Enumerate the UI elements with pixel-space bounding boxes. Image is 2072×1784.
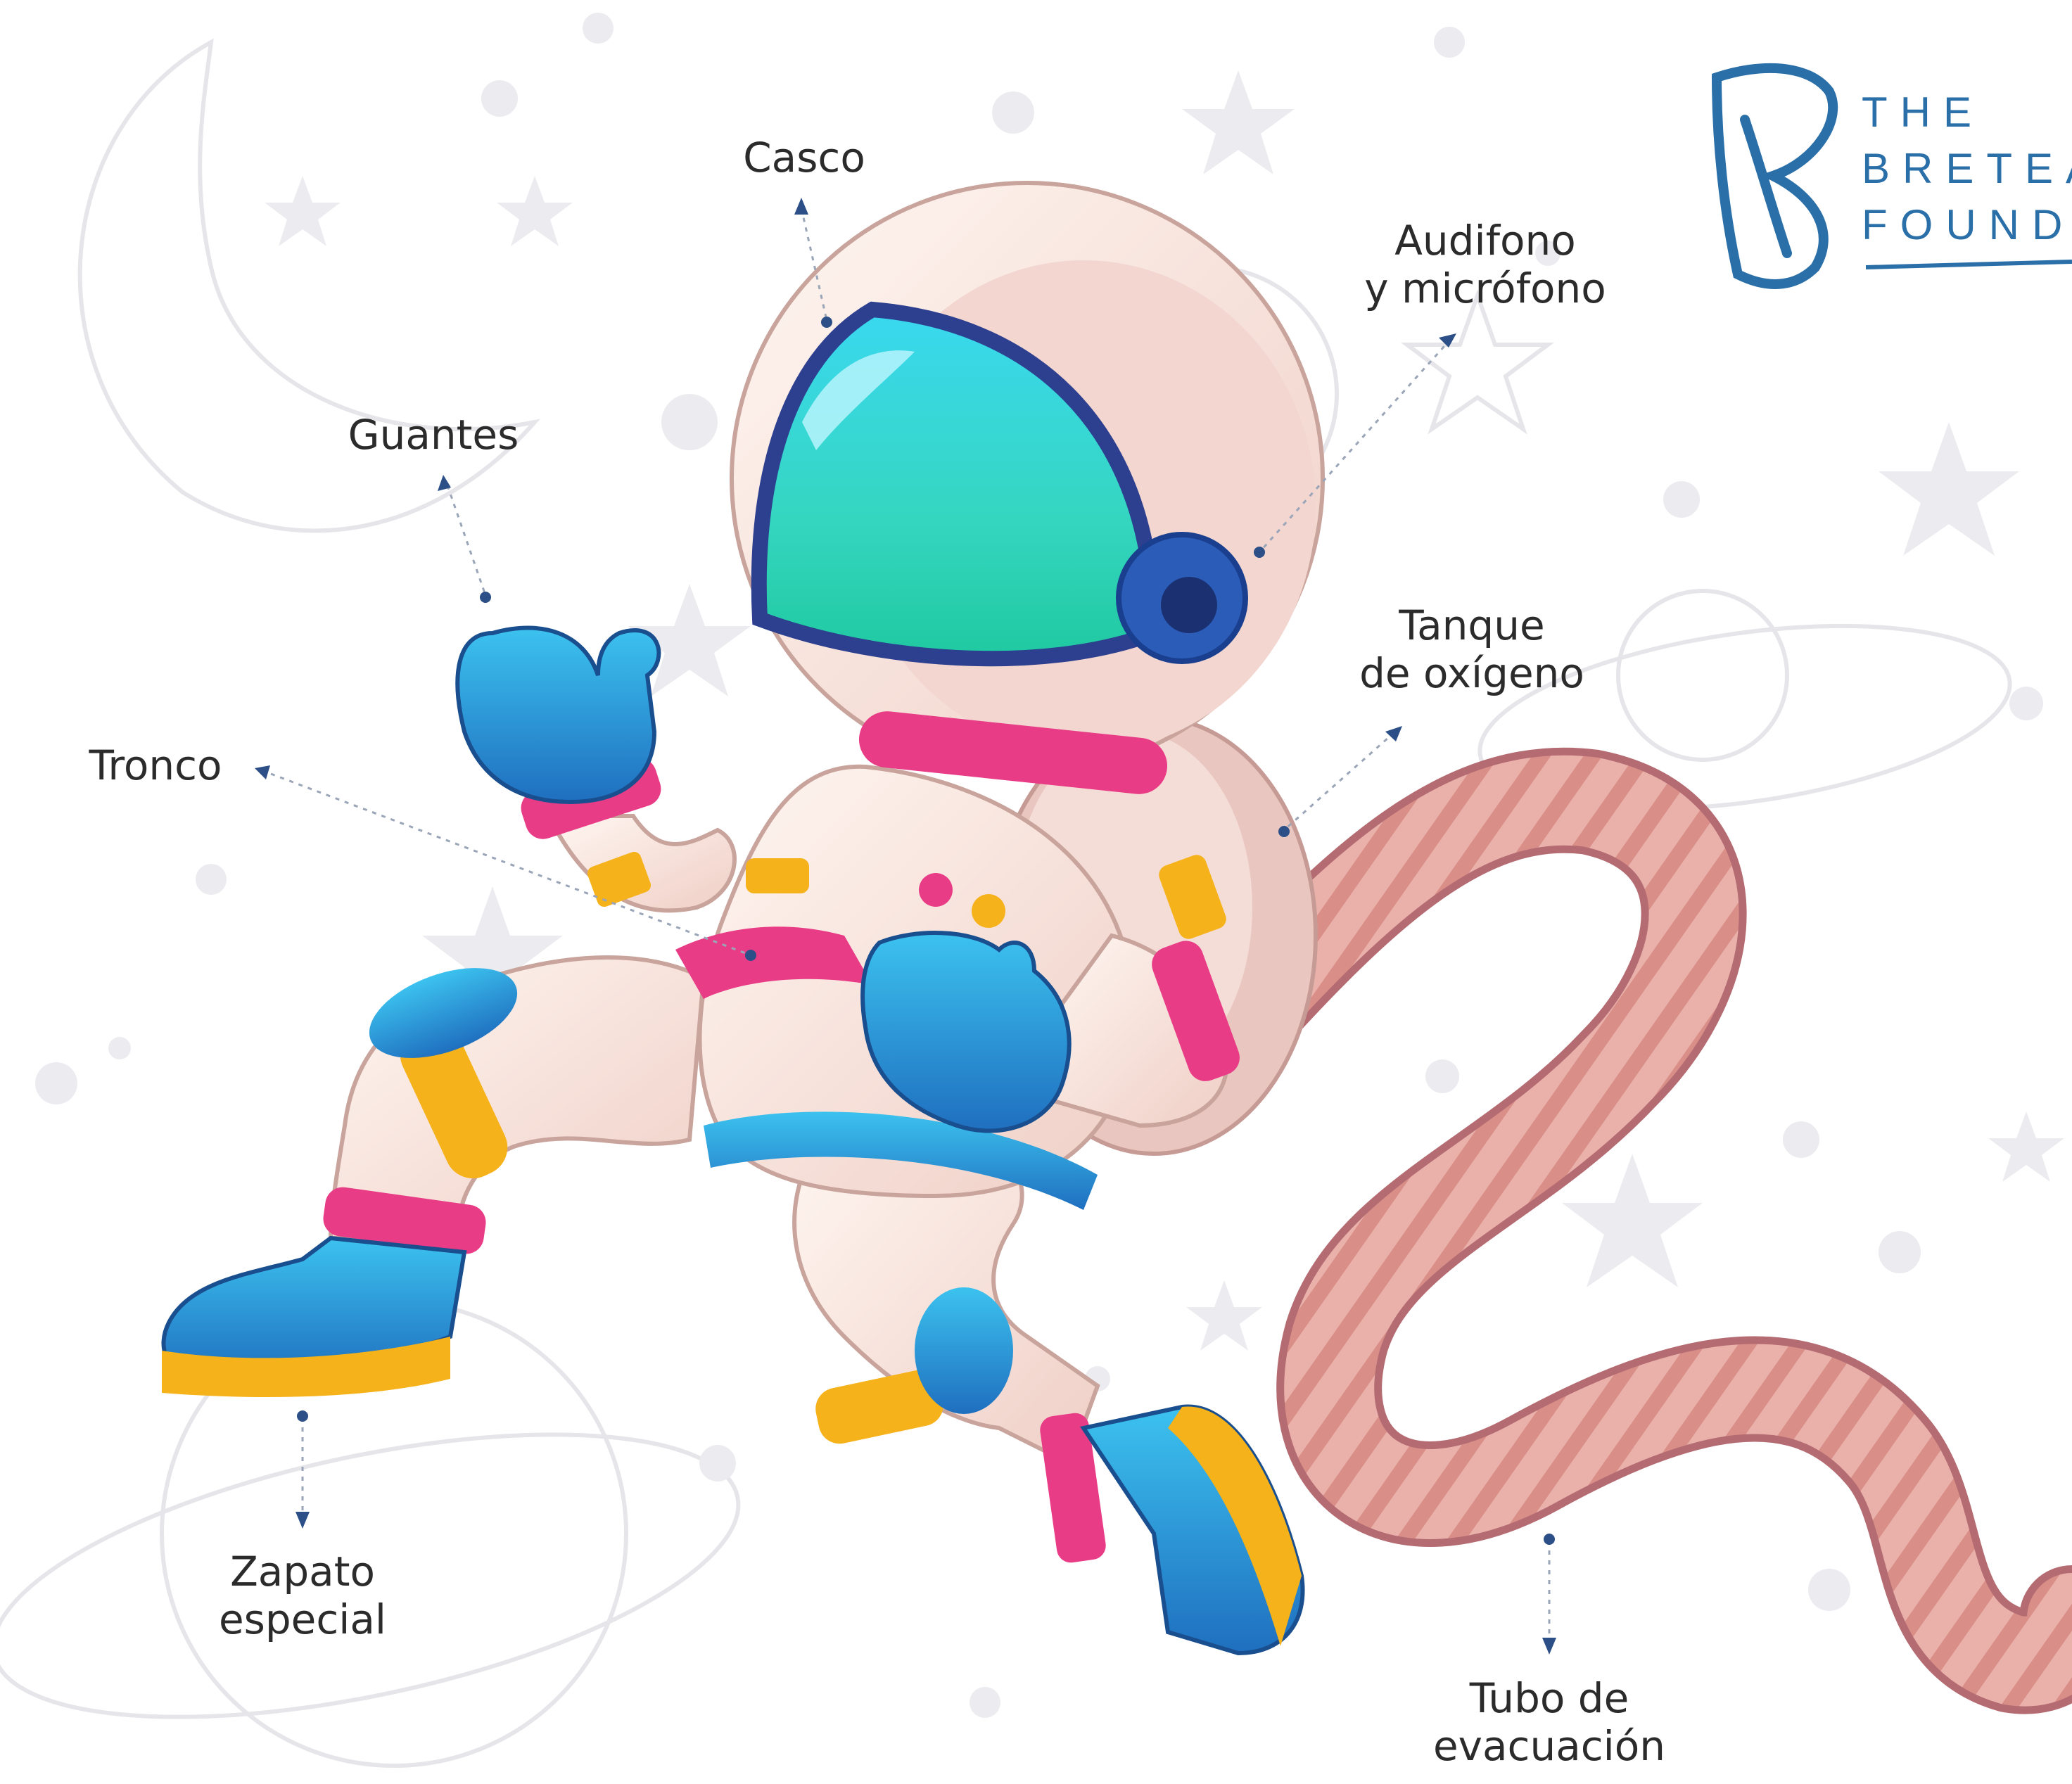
label-tubo: Tubo de evacuación [1423, 1674, 1676, 1770]
logo-mark [1717, 68, 1833, 284]
logo-line-bretea: BRETEA [1862, 148, 2072, 190]
label-tanque-line1: Tanque [1338, 601, 1606, 649]
label-tanque-line2: de oxígeno [1338, 649, 1606, 697]
label-casco: Casco [734, 134, 875, 181]
label-audifono-line2: y micrófono [1345, 265, 1626, 312]
left-leg [162, 950, 704, 1397]
label-tanque: Tanque de oxígeno [1338, 601, 1606, 697]
arrow-casco [794, 198, 808, 215]
label-zapato-line1: Zapato [208, 1548, 398, 1595]
label-zapato: Zapato especial [208, 1548, 398, 1643]
label-guantes: Guantes [342, 411, 525, 459]
star-outline-doodle [1407, 295, 1548, 429]
label-audifono: Audifono y micrófono [1345, 217, 1626, 312]
arrow-tronco [255, 765, 270, 779]
arrow-tanque [1385, 726, 1402, 741]
logo-underline [1866, 262, 2072, 267]
label-zapato-line2: especial [208, 1595, 398, 1643]
label-tubo-line2: evacuación [1423, 1722, 1676, 1770]
label-guantes-text: Guantes [342, 411, 525, 459]
right-leg [794, 1126, 1302, 1653]
leader-guantes [447, 485, 485, 595]
leader-tanque [1284, 732, 1394, 830]
arrow-tubo [1542, 1638, 1556, 1655]
label-casco-text: Casco [734, 134, 875, 181]
label-tronco: Tronco [68, 741, 243, 789]
helmet [732, 183, 1323, 797]
logo-line-found: FOUND [1862, 204, 2072, 246]
label-tubo-line1: Tubo de [1423, 1674, 1676, 1722]
logo-line-the: THE [1862, 91, 1984, 134]
label-tronco-text: Tronco [68, 741, 243, 789]
left-glove [457, 628, 659, 803]
label-audifono-line1: Audifono [1345, 217, 1626, 265]
arrow-zapato [295, 1512, 310, 1529]
